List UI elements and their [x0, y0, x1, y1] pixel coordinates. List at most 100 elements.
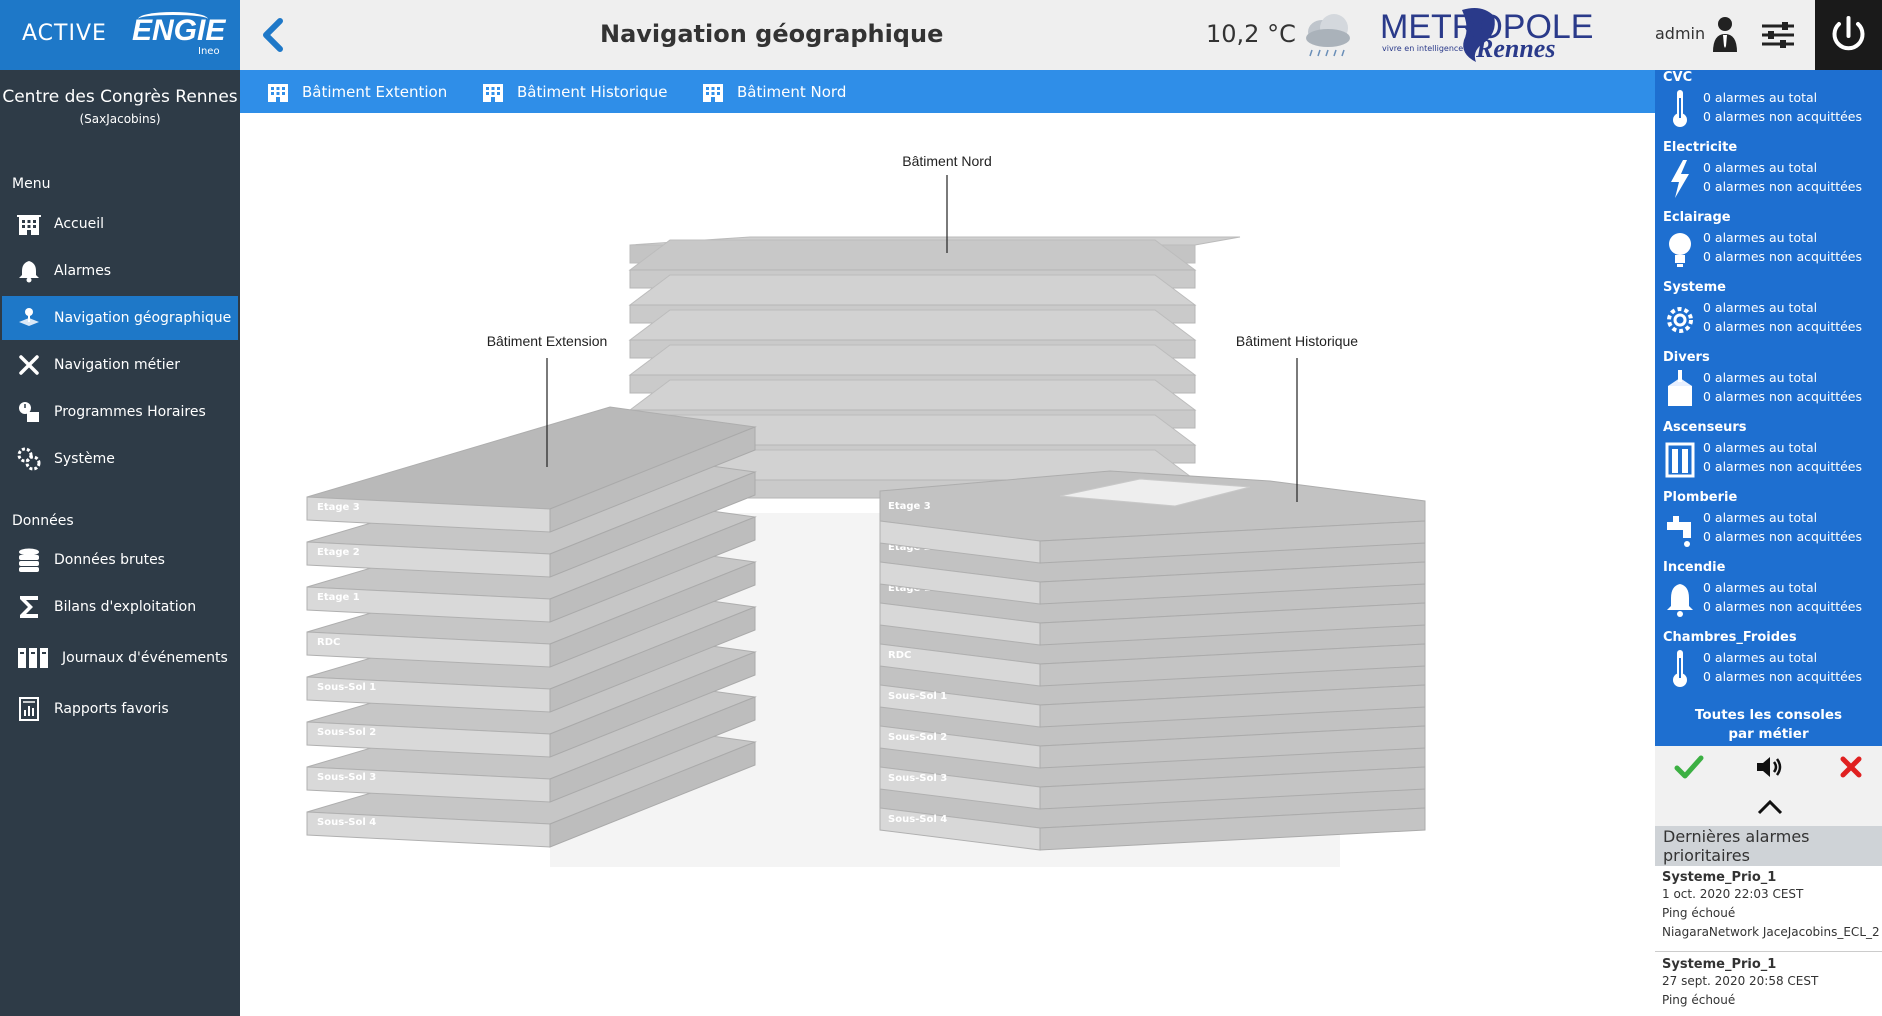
floor-label[interactable]: Sous-Sol 4 [317, 817, 376, 828]
floor-label[interactable]: Etage 1 [888, 583, 931, 594]
sidebar-item-donnees-brutes[interactable]: Données brutes [2, 538, 238, 582]
sidebar-item-alarmes[interactable]: Alarmes [2, 249, 238, 293]
building-nord-label[interactable]: Bâtiment Nord [902, 153, 991, 169]
floor-side [1039, 766, 1426, 810]
floor-label[interactable]: RDC [317, 637, 340, 648]
sidebar-item-systeme[interactable]: Système [2, 437, 238, 481]
fire-bell-icon [1667, 584, 1693, 617]
alarm-name: Systeme_Prio_1 [1662, 870, 1777, 885]
alarm-total-count: 0 alarmes au total [1703, 300, 1818, 315]
tab-batiment-extention[interactable]: Bâtiment Extention [266, 70, 447, 113]
alarm-message: Ping échoué [1662, 906, 1736, 920]
floor-label[interactable]: Sous-Sol 4 [888, 814, 947, 825]
alarm-category-plomberie[interactable]: Plomberie 0 alarmes au total 0 alarmes n… [1655, 490, 1882, 560]
floor-side [1039, 561, 1426, 605]
user-icon[interactable] [1710, 14, 1740, 54]
user-name[interactable]: admin [1655, 24, 1706, 43]
alarm-category-chambres_froides[interactable]: Chambres_Froides 0 alarmes au total 0 al… [1655, 630, 1882, 700]
building-extension-label[interactable]: Bâtiment Extension [487, 333, 608, 349]
sidebar-item-accueil[interactable]: Accueil [2, 202, 238, 246]
floor-label[interactable]: RDC [888, 650, 911, 661]
alarm-category-incendie[interactable]: Incendie 0 alarmes au total 0 alarmes no… [1655, 560, 1882, 630]
sidebar-item-navigation-geographique[interactable]: Navigation géographique [2, 296, 238, 340]
sidebar-item-rapports[interactable]: Rapports favoris [2, 687, 238, 731]
data-section-label: Données [12, 513, 74, 529]
tab-label: Bâtiment Nord [737, 82, 847, 101]
tab-batiment-nord[interactable]: Bâtiment Nord [701, 70, 846, 113]
floor-side [549, 516, 756, 623]
tab-batiment-historique[interactable]: Bâtiment Historique [481, 70, 667, 113]
sidebar-item-label: Système [54, 451, 115, 467]
alarm-message: Ping échoué [1662, 993, 1736, 1007]
check-icon[interactable] [1674, 754, 1704, 780]
alarm-category-systeme[interactable]: Systeme 0 alarmes au total 0 alarmes non… [1655, 280, 1882, 350]
sidebar-item-label: Navigation géographique [54, 310, 232, 326]
floor-label[interactable]: Etage 1 [317, 592, 360, 603]
cloud-rain-icon [1300, 8, 1356, 60]
sidebar-item-bilans[interactable]: Bilans d'exploitation [2, 585, 238, 629]
company-name: ENGIE [132, 14, 226, 47]
city-logo-name: Rennes [1476, 34, 1556, 63]
city-logo: METROPOLE vivre en intelligence Rennes [1380, 4, 1600, 66]
floor-label[interactable]: Etage 2 [317, 547, 360, 558]
floor-top [628, 239, 1197, 271]
sidebar-item-label: Programmes Horaires [54, 404, 206, 420]
list-item[interactable]: Systeme_Prio_1 27 sept. 2020 20:58 CEST … [1655, 953, 1882, 1016]
map-icon [16, 305, 42, 331]
all-consoles-link[interactable]: Toutes les consoles par métier [1655, 706, 1882, 744]
close-icon[interactable] [1838, 754, 1864, 780]
back-button[interactable] [258, 15, 288, 55]
alarm-unack-count: 0 alarmes non acquittées [1703, 389, 1863, 404]
priority-alarms-list: Systeme_Prio_1 1 oct. 2020 22:03 CEST Pi… [1655, 866, 1882, 1016]
alarm-unack-count: 0 alarmes non acquittées [1703, 179, 1863, 194]
alarm-category-eclairage[interactable]: Eclairage 0 alarmes au total 0 alarmes n… [1655, 210, 1882, 280]
floor-top [628, 379, 1197, 411]
floor-label[interactable]: Sous-Sol 2 [888, 732, 947, 743]
floor-label[interactable]: Etage 3 [888, 501, 931, 512]
sidebar-item-journaux[interactable]: Journaux d'événements [2, 636, 238, 680]
engie-arc [138, 12, 208, 26]
building-historique-label[interactable]: Bâtiment Historique [1236, 333, 1358, 349]
category-name: Chambres_Froides [1663, 630, 1797, 645]
power-icon [1832, 16, 1865, 51]
category-name: Plomberie [1663, 490, 1738, 505]
chevron-up-icon[interactable] [1755, 798, 1785, 816]
power-button[interactable] [1815, 0, 1882, 70]
alarm-category-cvc[interactable]: CVC 0 alarmes au total 0 alarmes non acq… [1655, 70, 1882, 140]
alarm-category-ascenseurs[interactable]: Ascenseurs 0 alarmes au total 0 alarmes … [1655, 420, 1882, 490]
building-extension[interactable]: Sous-Sol 4 Sous-Sol 3 Sous-Sol 2 Sous-Sol 1… [306, 406, 757, 848]
speaker-icon[interactable] [1755, 754, 1785, 780]
sidebar-item-label: Bilans d'exploitation [54, 599, 197, 615]
floor-label[interactable]: Etage 3 [317, 502, 360, 513]
floor-label[interactable]: Sous-Sol 2 [317, 727, 376, 738]
report-icon [16, 696, 42, 722]
floor-top [628, 344, 1197, 376]
sidebar-item-label: Rapports favoris [54, 701, 169, 717]
site-title: Centre des Congrès Rennes [2, 87, 238, 107]
building-tabs: Bâtiment Extention Bâtiment Historique B… [240, 70, 1655, 113]
alarm-unack-count: 0 alarmes non acquittées [1703, 109, 1863, 124]
sidebar-item-programmes-horaires[interactable]: Programmes Horaires [2, 390, 238, 434]
tools-icon [16, 352, 42, 378]
floor-label[interactable]: Sous-Sol 1 [888, 691, 947, 702]
alarm-total-count: 0 alarmes au total [1703, 230, 1818, 245]
floor-label[interactable]: Sous-Sol 3 [317, 772, 376, 783]
brand-logo: ACTIVE ENGIE Ineo [0, 0, 240, 70]
ermine-emblem-icon [1462, 8, 1495, 62]
alarm-category-electricite[interactable]: Electricite 0 alarmes au total 0 alarmes… [1655, 140, 1882, 210]
sidebar: Centre des Congrès Rennes (SaxJacobins) … [0, 70, 240, 1016]
sliders-icon[interactable] [1758, 20, 1798, 50]
city-logo-tagline: vivre en intelligence [1382, 44, 1464, 53]
floor-label[interactable]: Etage 2 [888, 542, 931, 553]
list-item[interactable]: Systeme_Prio_1 1 oct. 2020 22:03 CEST Pi… [1655, 866, 1882, 952]
floor-label[interactable]: Sous-Sol 3 [888, 773, 947, 784]
alarm-category-divers[interactable]: Divers 0 alarmes au total 0 alarmes non … [1655, 350, 1882, 420]
floor-side [549, 471, 756, 578]
floor-label[interactable]: Sous-Sol 1 [317, 682, 376, 693]
sidebar-item-label: Navigation métier [54, 357, 180, 373]
thermometer-icon [1673, 650, 1687, 687]
sidebar-item-navigation-metier[interactable]: Navigation métier [2, 343, 238, 387]
building-icon [16, 211, 42, 237]
building-historique[interactable]: Sous-Sol 4 Sous-Sol 3 Sous-Sol 2 Sous-Sol 1… [879, 470, 1426, 851]
